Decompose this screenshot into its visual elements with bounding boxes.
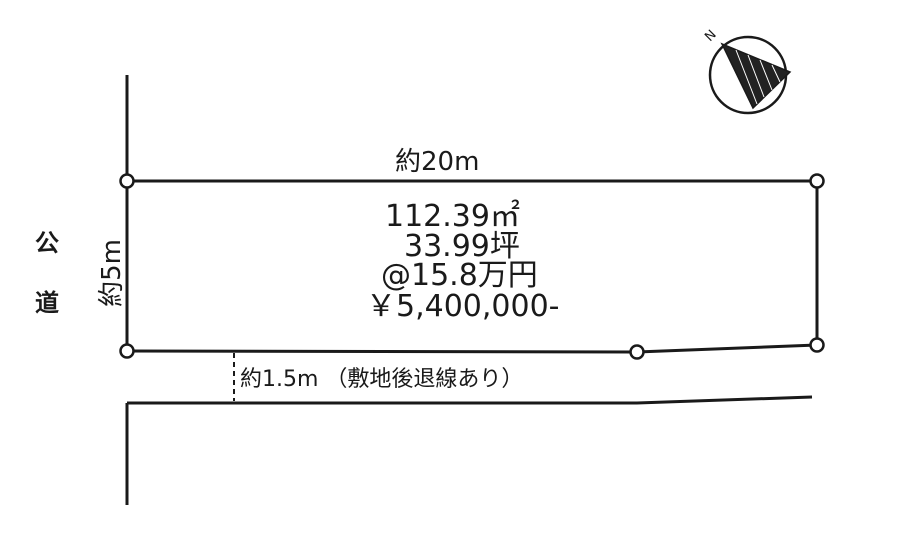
lot-unit-price: @15.8万円 [381,258,538,293]
setback-line [127,395,813,405]
corner-marker [809,173,825,189]
lot-boundary [125,179,819,354]
corner-marker [119,343,135,359]
corner-marker [629,344,645,360]
setback-label: 約1.5m （敷地後退線あり） [240,367,524,392]
north-compass: N [702,27,792,115]
top-width-label: 約20m [395,147,480,177]
lot-area-tsubo: 33.99坪 [404,229,520,264]
road-label-char-2: 道 [35,289,59,317]
corner-marker [119,173,135,189]
left-depth-label: 約5m [97,239,127,307]
north-label: N [702,27,719,44]
lot-area-sqm: 112.39㎡ [385,199,520,234]
road-label-char-1: 公 [35,229,59,257]
corner-marker [809,337,825,353]
lot-total-price: ￥5,400,000- [366,289,560,324]
